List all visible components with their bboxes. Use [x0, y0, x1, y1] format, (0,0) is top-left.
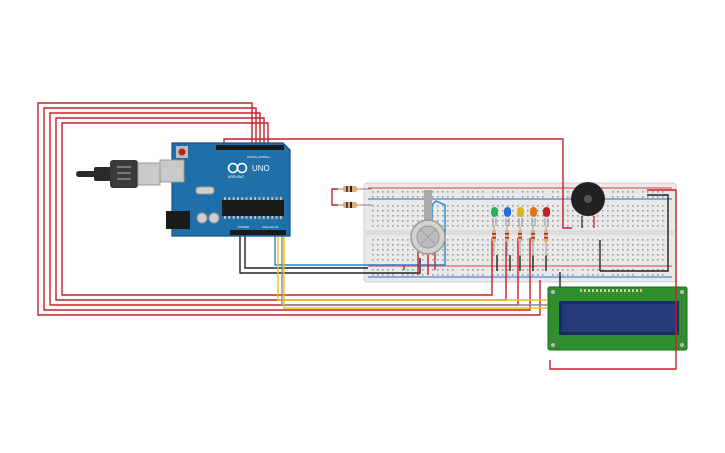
red-led-resistor[interactable]: [544, 226, 548, 256]
wires: [37, 102, 677, 370]
orange-led[interactable]: [530, 207, 537, 226]
lcd-display[interactable]: [547, 286, 688, 351]
blue-led-resistor[interactable]: [505, 226, 509, 256]
resistor-pair[interactable]: [338, 186, 372, 208]
board-brand-label: ARDUINO: [228, 175, 244, 179]
board-model-label: UNO: [252, 164, 270, 173]
analog-pins-label: ANALOG IN: [262, 225, 278, 229]
blue-led[interactable]: [504, 207, 511, 226]
usb-cable[interactable]: [76, 160, 161, 188]
gas-sensor[interactable]: [410, 190, 446, 255]
red-led[interactable]: [543, 207, 550, 226]
power-pins-label: POWER: [238, 225, 250, 229]
arduino-logo-icon: [227, 162, 248, 174]
led-array: [491, 207, 550, 256]
digital-pins-label: DIGITAL (PWM~): [247, 155, 270, 159]
piezo-buzzer[interactable]: [571, 182, 605, 228]
green-led[interactable]: [491, 207, 498, 226]
yellow-led[interactable]: [517, 207, 524, 226]
yellow-led-resistor[interactable]: [518, 226, 522, 256]
green-led-resistor[interactable]: [492, 226, 496, 256]
arduino-uno-board[interactable]: UNO ARDUINO DIGITAL (PWM~) POWER ANALOG …: [159, 142, 291, 237]
orange-led-resistor[interactable]: [531, 226, 535, 256]
